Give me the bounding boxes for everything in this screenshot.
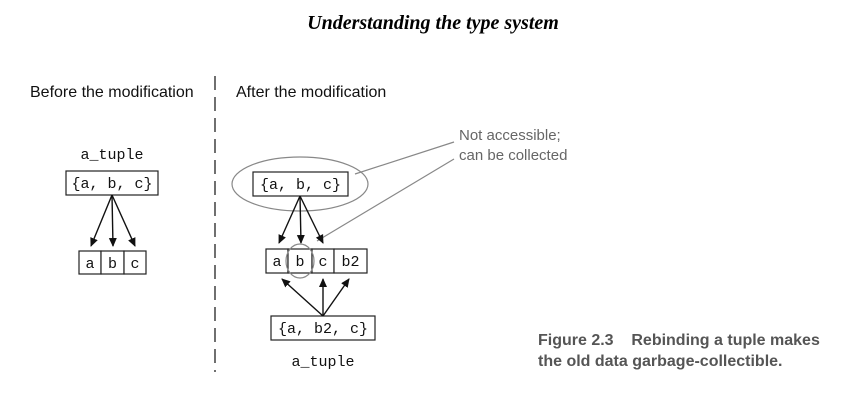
new-tuple-text: {a, b2, c}: [278, 321, 368, 338]
new-tuple-box: [270, 315, 376, 341]
after-cell-b-text: b: [295, 254, 304, 271]
before-tuple-box: [65, 170, 159, 196]
new-arrow-b2: [322, 278, 350, 317]
old-arrow-b: [296, 195, 305, 244]
new-arrow-a: [281, 278, 324, 317]
after-cell-b2: [333, 248, 368, 274]
before-label: Before the modification: [30, 84, 194, 101]
after-cell-a-text: a: [272, 254, 281, 271]
old-arrow-c: [299, 195, 324, 244]
after-label: After the modification: [236, 84, 386, 101]
before-cell-c-text: c: [130, 256, 139, 273]
before-arrow-c: [111, 194, 136, 247]
before-variable-name: a_tuple: [80, 147, 143, 164]
old-arrow-a: [278, 195, 301, 244]
old-tuple-text: {a, b, c}: [260, 177, 341, 194]
callout-leader-line-to-tuple: [354, 141, 455, 175]
before-cell-a-text: a: [85, 256, 94, 273]
old-cell-highlight-ellipse: [285, 243, 315, 279]
before-cell-b-text: b: [108, 256, 117, 273]
page-header-title: Understanding the type system: [307, 12, 559, 34]
before-arrow-b: [108, 194, 117, 247]
after-cell-b2-text: b2: [341, 254, 359, 271]
before-tuple-text: {a, b, c}: [71, 176, 152, 193]
callout-leader-line-to-cell: [316, 158, 455, 242]
figure-caption-line2: the old data garbage-collectible.: [538, 353, 783, 370]
after-cell-c-text: c: [318, 254, 327, 271]
after-variable-name: a_tuple: [291, 354, 354, 371]
figure-caption-line1: Figure 2.3 Rebinding a tuple makes: [538, 332, 820, 349]
before-arrow-a: [90, 194, 113, 247]
before-cell-c: [123, 250, 147, 275]
old-tuple-box: [252, 171, 349, 197]
callout-line1: Not accessible;: [459, 127, 561, 144]
callout-line2: can be collected: [459, 147, 567, 164]
